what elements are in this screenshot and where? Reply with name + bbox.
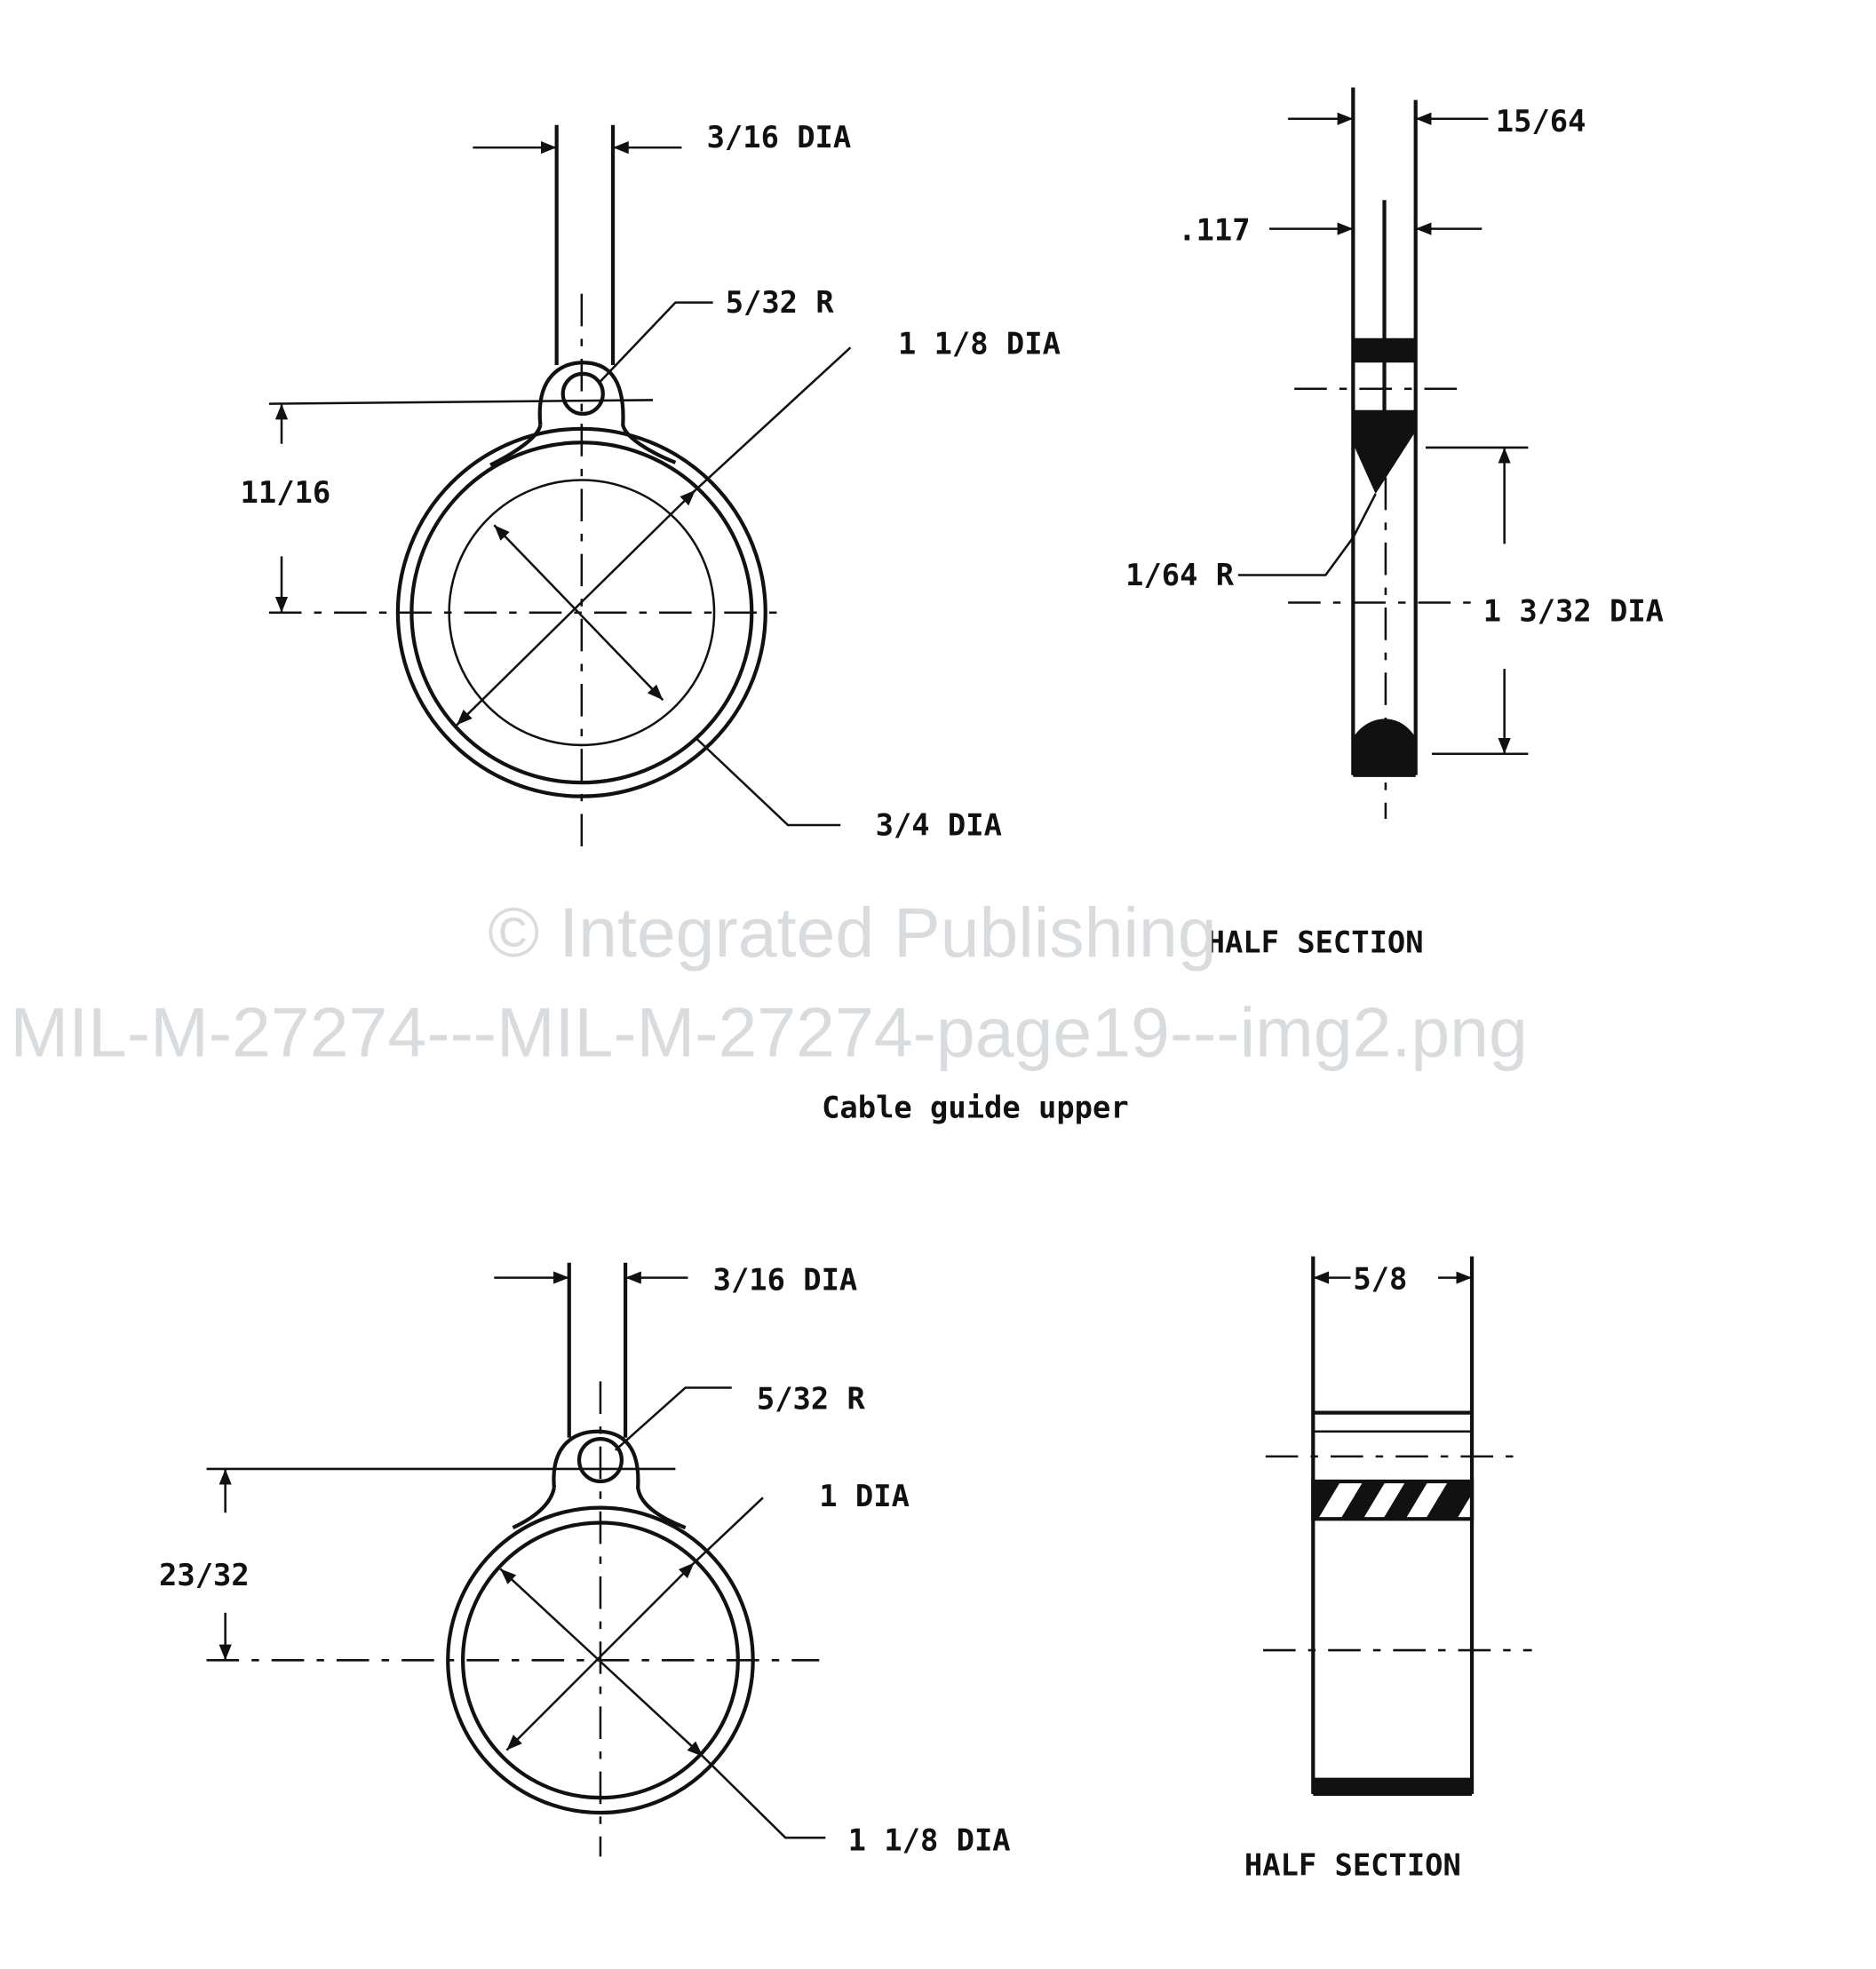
upper-outer-dia-label: 1 1/8 DIA xyxy=(898,326,1061,361)
lower-shaft-dia-label: 3/16 DIA xyxy=(713,1263,858,1298)
upper-height-label: 11/16 xyxy=(241,475,331,510)
upper-half-section: 15/64 .117 1/64 R 1 3/32 DIA HALF SECTIO… xyxy=(1125,87,1664,960)
lower-section-width-label: 5/8 xyxy=(1353,1261,1407,1296)
lower-inner-dia-label: 1 DIA xyxy=(819,1479,910,1513)
upper-lug-radius-label: 5/32 R xyxy=(726,285,835,320)
upper-section-width-inner-label: .117 xyxy=(1178,212,1250,247)
watermark-line1: © Integrated Publishing xyxy=(488,893,1216,972)
lower-height-label: 23/32 xyxy=(159,1558,250,1592)
lower-lug-radius-label: 5/32 R xyxy=(757,1381,866,1416)
upper-section-title: HALF SECTION xyxy=(1207,925,1424,960)
lower-half-section: 5/8 HALF SECTION xyxy=(1244,1256,1532,1882)
upper-shaft-dia-label: 3/16 DIA xyxy=(707,120,852,155)
upper-section-dia-label: 1 3/32 DIA xyxy=(1483,594,1664,629)
upper-inner-dia-label: 3/4 DIA xyxy=(876,807,1002,842)
upper-front-view: 3/16 DIA 5/32 R 1 1/8 DIA 11/16 3/4 DIA xyxy=(241,120,1061,851)
upper-section-fillet-label: 1/64 R xyxy=(1125,558,1235,592)
lower-outer-dia-label: 1 1/8 DIA xyxy=(848,1822,1011,1857)
upper-section-width-outer-label: 15/64 xyxy=(1496,104,1586,139)
lower-front-view: 3/16 DIA 5/32 R 1 DIA 23/32 1 1/8 DIA xyxy=(159,1263,1011,1858)
lower-section-title: HALF SECTION xyxy=(1244,1847,1461,1882)
upper-caption: Cable guide upper xyxy=(822,1090,1129,1124)
watermark-line2: MIL-M-27274---MIL-M-27274-page19---img2.… xyxy=(11,993,1528,1071)
